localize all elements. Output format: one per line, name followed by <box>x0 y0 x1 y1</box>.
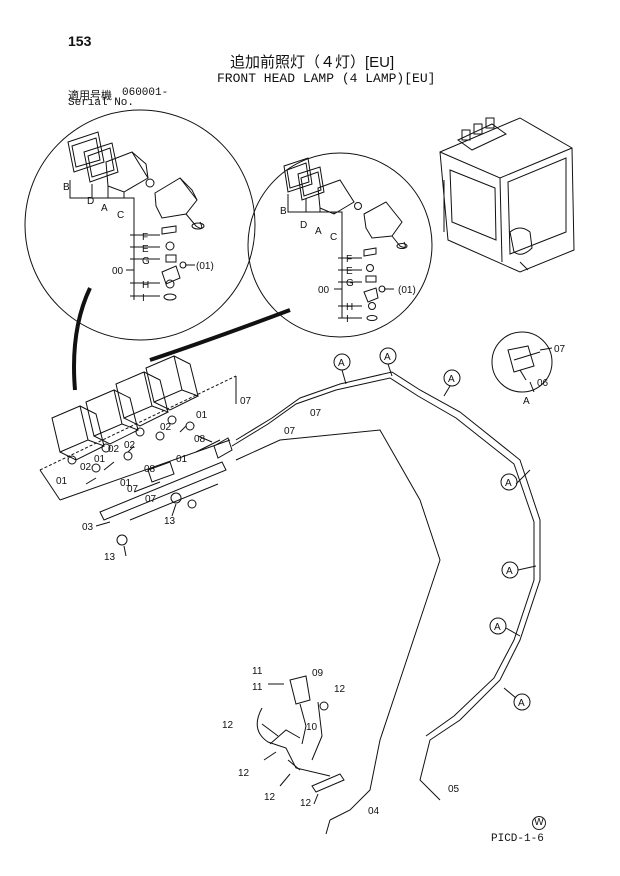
headlamp-3 <box>115 371 169 427</box>
bracket-callouts: 01 01 02 02 02 02 01 01 03 13 13 07 07 0… <box>56 396 252 563</box>
wiring-harness <box>231 371 541 835</box>
callout-13: 13 <box>104 552 116 563</box>
group-label: 00 <box>112 266 124 277</box>
clip-label: A <box>494 622 501 633</box>
label-c: C <box>330 232 337 243</box>
harness-callouts: 07 07 05 04 <box>284 408 460 817</box>
lamp-housing-left <box>105 151 205 230</box>
part-07-label: 07 <box>554 344 566 355</box>
leader-left-circle <box>72 287 92 391</box>
detail-a-circle <box>491 331 553 393</box>
clip-label: A <box>448 374 455 385</box>
lamp-lens-right <box>283 157 325 201</box>
label-h: H <box>346 302 353 313</box>
callout-11: 11 <box>252 666 263 677</box>
page-number: 153 <box>68 33 92 49</box>
label-d: D <box>87 196 94 207</box>
clip-label: A <box>518 698 525 709</box>
label-e: E <box>346 266 353 277</box>
lamp-housing-right <box>317 179 408 249</box>
callout-01: 01 <box>196 410 208 421</box>
detail-circle-right <box>247 152 433 338</box>
excavator-cab <box>439 117 575 273</box>
label-d: D <box>300 220 307 231</box>
optional-label: (01) <box>196 261 214 272</box>
detail-a-labels: 07 06 A <box>523 344 566 407</box>
label-c: C <box>117 210 124 221</box>
callout-03: 03 <box>82 522 94 533</box>
label-i: I <box>142 293 145 304</box>
callout-12: 12 <box>264 792 276 803</box>
group-label: 00 <box>318 285 330 296</box>
callout-12: 12 <box>238 768 250 779</box>
headlamp-4 <box>145 355 199 411</box>
serial-label-english: Serial No. <box>68 97 135 109</box>
detail-circle-left <box>24 109 256 341</box>
callout-11: 11 <box>252 682 263 693</box>
label-h: H <box>142 280 149 291</box>
label-a: A <box>315 226 322 237</box>
clip-label: A <box>338 358 345 369</box>
label-f: F <box>346 254 352 265</box>
headlamp-2 <box>85 389 139 445</box>
callout-04: 04 <box>368 806 380 817</box>
callout-07: 07 <box>310 408 322 419</box>
diagram-code: PICD-1-6 <box>491 833 544 845</box>
callout-09: 09 <box>312 668 324 679</box>
part-06-label: 06 <box>537 378 549 389</box>
serial-label-japanese: 適用号機 <box>68 90 112 102</box>
label-f: F <box>142 232 148 243</box>
optional-label: (01) <box>398 285 416 296</box>
callout-02: 02 <box>108 444 120 455</box>
title-japanese: 追加前照灯（４灯）[EU] <box>230 54 395 71</box>
switch-callouts: 11 11 09 10 12 12 12 12 12 <box>222 666 346 809</box>
callout-08: 08 <box>194 434 206 445</box>
clip-label: A <box>384 352 391 363</box>
clip-label: A <box>506 566 513 577</box>
serial-value: 060001- <box>122 87 169 99</box>
callout-10: 10 <box>306 722 318 733</box>
label-i: I <box>346 314 349 325</box>
label-b: B <box>63 182 70 193</box>
lamp-lens-left <box>67 131 119 183</box>
callout-05: 05 <box>448 784 460 795</box>
callout-12: 12 <box>334 684 346 695</box>
callout-08: 08 <box>144 464 156 475</box>
label-a: A <box>101 203 108 214</box>
callout-12: 12 <box>300 798 312 809</box>
callout-02: 02 <box>80 462 92 473</box>
callout-13: 13 <box>164 516 176 527</box>
label-b: B <box>280 206 287 217</box>
callout-01: 01 <box>94 454 106 465</box>
label-g: G <box>142 256 150 267</box>
callout-07: 07 <box>145 494 157 505</box>
callout-12: 12 <box>222 720 234 731</box>
switch-harness <box>256 675 345 805</box>
callout-07: 07 <box>240 396 252 407</box>
clip-marker-labels: A A A A A A A <box>338 352 525 709</box>
clip-markers <box>333 347 537 711</box>
callout-02: 02 <box>160 422 172 433</box>
callout-01: 01 <box>176 454 188 465</box>
watermark-badge: W <box>532 816 546 830</box>
label-g: G <box>346 278 354 289</box>
detail-left-labels: B D A C F E G H I 00 (01) <box>63 182 214 304</box>
label-e: E <box>142 244 149 255</box>
detail-right-labels: B D A C F E G H I 00 (01) <box>280 206 416 325</box>
callout-01: 01 <box>120 478 132 489</box>
callout-07: 07 <box>284 426 296 437</box>
title-english: FRONT HEAD LAMP (4 LAMP)[EU] <box>217 71 436 86</box>
view-a-label: A <box>523 396 530 407</box>
lamp-assembly <box>39 355 237 557</box>
leader-right-circle <box>149 308 291 362</box>
callout-02: 02 <box>124 440 136 451</box>
callout-01: 01 <box>56 476 68 487</box>
callout-07: 07 <box>127 484 139 495</box>
clip-label: A <box>505 478 512 489</box>
